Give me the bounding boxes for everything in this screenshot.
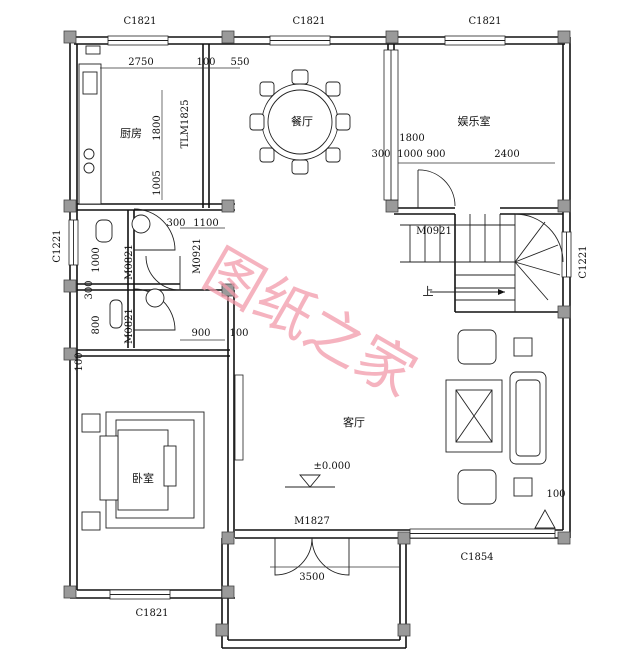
windows (68, 35, 572, 600)
dim-900-ent: 900 (426, 149, 445, 160)
window-label-left: C1221 (52, 229, 63, 262)
room-label-kitchen: 厨房 (120, 127, 142, 140)
dim-1100: 1100 (193, 218, 218, 229)
door-label-entrance: M1827 (294, 516, 330, 527)
elevation-marker (285, 474, 335, 488)
room-label-entertainment: 娱乐室 (458, 114, 491, 128)
dim-1000-left: 1000 (91, 247, 102, 272)
door-label-d3: M0921 (416, 226, 452, 237)
interior-walls (77, 44, 563, 538)
dim-3500: 3500 (299, 572, 324, 583)
room-label-bedroom: 卧室 (132, 471, 154, 485)
porch (221, 538, 407, 649)
room-label-dining: 餐厅 (291, 114, 313, 128)
bedroom-furniture (81, 411, 205, 531)
dimension-lines (100, 67, 555, 568)
bathroom-fixtures (95, 214, 165, 329)
dim-550: 550 (230, 57, 249, 68)
door-label-d4: M0821 (124, 308, 135, 344)
doors (133, 169, 456, 576)
window-label-right: C1221 (578, 245, 589, 278)
kitchen-fixtures (78, 45, 102, 205)
dim-300: 300 (166, 218, 185, 229)
elevation-label: ±0.000 (313, 461, 350, 472)
dim-1005: 1005 (152, 170, 163, 195)
window-tag-tlm: TLM1825 (180, 100, 191, 149)
stair-treads (409, 213, 564, 301)
stair-up-label: 上 (423, 285, 434, 298)
dim-300-c: 300 (84, 280, 95, 299)
dimension-labels: 2750 100 550 1800 1005 300 1100 1800 300… (74, 57, 566, 583)
window-label-top-right: C1821 (468, 16, 501, 27)
columns (63, 30, 571, 637)
dim-900: 900 (191, 328, 210, 339)
window-label-top-mid: C1821 (292, 16, 325, 27)
dim-1000: 1000 (397, 149, 422, 160)
room-labels: 厨房 餐厅 娱乐室 客厅 卧室 上 ±0.000 (120, 114, 491, 485)
door-labels: M1827 M0921 M0821 M0921 M0821 TLM1825 (124, 100, 452, 528)
dim-1800: 1800 (152, 115, 163, 140)
window-label-bottom-left: C1821 (135, 608, 168, 619)
dim-2750: 2750 (128, 57, 153, 68)
window-label-bottom-right: C1854 (460, 552, 493, 563)
dim-300-ent: 300 (371, 149, 390, 160)
room-label-living: 客厅 (343, 415, 365, 429)
dim-100: 100 (196, 57, 215, 68)
dim-2400: 2400 (494, 149, 519, 160)
dim-100-d: 100 (546, 489, 565, 500)
dim-1800-bath: 1800 (399, 133, 424, 144)
stairs (400, 213, 564, 312)
door-label-d1: M0921 (192, 238, 203, 274)
dim-100-b: 100 (229, 328, 248, 339)
window-label-top-left: C1821 (123, 16, 156, 27)
dim-100-c: 100 (74, 352, 85, 371)
dim-800: 800 (91, 315, 102, 334)
dining-table (249, 69, 351, 175)
window-labels: C1821 C1821 C1821 C1221 C1221 C1821 C185… (52, 16, 589, 619)
living-furniture (445, 329, 556, 529)
door-label-d2: M0821 (124, 244, 135, 280)
